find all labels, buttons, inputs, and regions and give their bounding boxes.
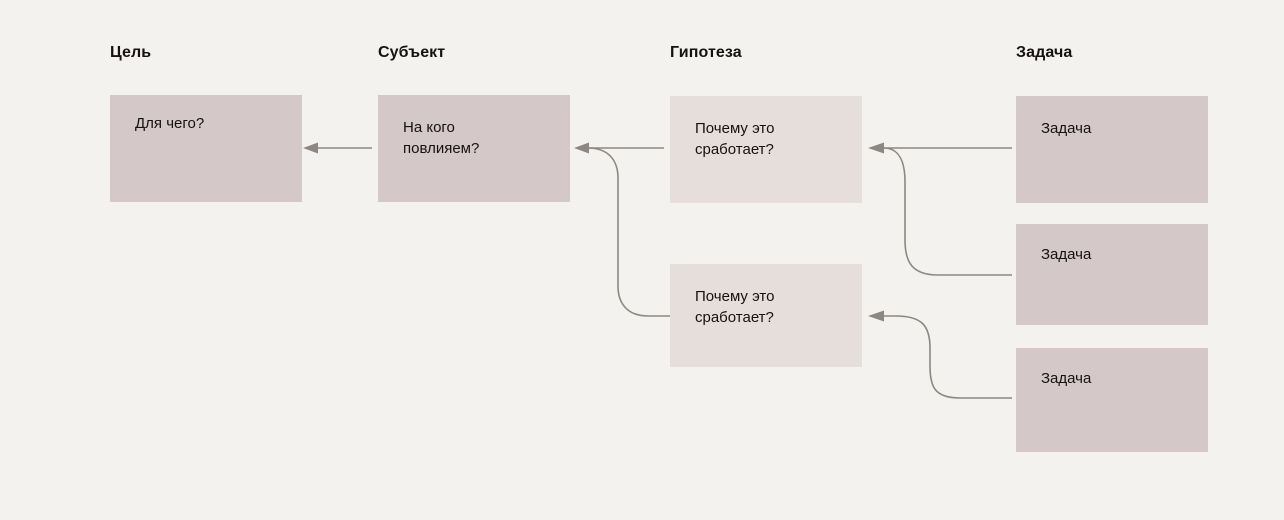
column-header-goal: Цель xyxy=(110,44,152,61)
edge-subject-to-goal xyxy=(303,142,372,154)
node-hypothesis-1-label: Почему это сработает? xyxy=(695,120,775,158)
node-hypothesis-2-label: Почему это сработает? xyxy=(695,288,775,326)
node-goal[interactable]: Для чего? xyxy=(110,95,302,202)
node-task-1-label: Задача xyxy=(1041,120,1092,137)
node-subject[interactable]: На кого повлияем? xyxy=(378,95,570,202)
edge-hypothesis2-to-subject xyxy=(587,147,670,317)
node-hypothesis-2[interactable]: Почему это сработает? xyxy=(670,264,862,367)
node-subject-label: На кого повлияем? xyxy=(403,119,480,157)
node-task-3-label: Задача xyxy=(1041,370,1092,387)
edge-task2-to-hypothesis1 xyxy=(883,147,1012,276)
edge-task1-to-hypothesis1 xyxy=(868,142,1012,154)
column-header-task: Задача xyxy=(1016,44,1073,61)
edge-hypothesis1-to-subject xyxy=(574,142,664,154)
node-task-3[interactable]: Задача xyxy=(1016,348,1208,452)
node-hypothesis-1[interactable]: Почему это сработает? xyxy=(670,96,862,203)
node-task-2-label: Задача xyxy=(1041,246,1092,263)
node-task-2[interactable]: Задача xyxy=(1016,224,1208,325)
edge-task3-to-hypothesis2 xyxy=(868,310,1012,399)
column-header-hypothesis: Гипотеза xyxy=(670,44,742,61)
column-header-subject: Субъект xyxy=(378,44,446,61)
node-task-1[interactable]: Задача xyxy=(1016,96,1208,203)
node-goal-label: Для чего? xyxy=(135,115,205,132)
